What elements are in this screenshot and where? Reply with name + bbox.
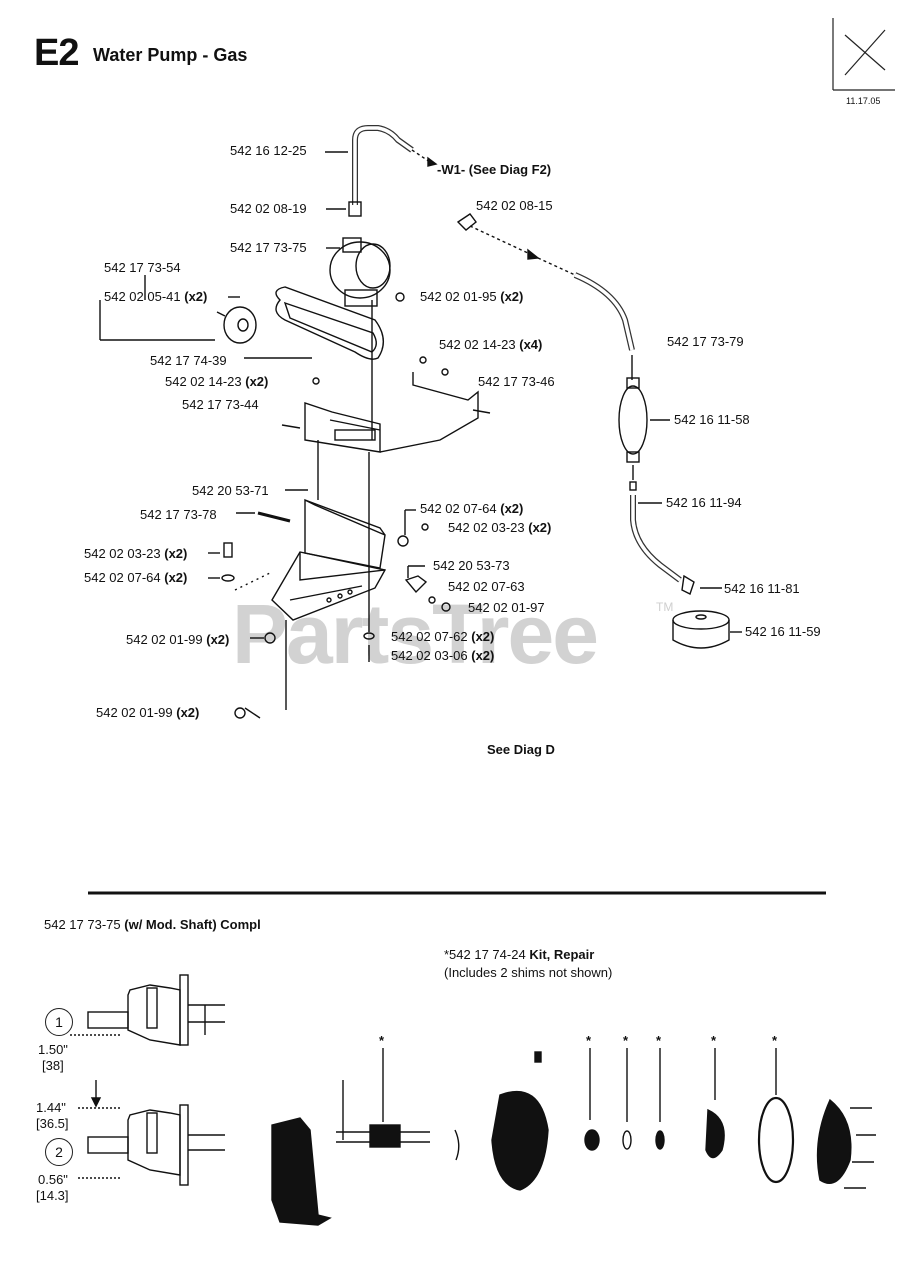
dimension-3-mm: [14.3] — [36, 1188, 69, 1203]
part-label-17-74-39[interactable]: 542 17 74-39 — [150, 353, 227, 368]
part-label-02-01-95[interactable]: 542 02 01-95 (x2) — [420, 289, 524, 304]
part-label-02-03-23-left[interactable]: 542 02 03-23 (x2) — [84, 546, 188, 561]
assembly-label[interactable]: 542 17 73-75 (w/ Mod. Shaft) Compl — [44, 917, 261, 932]
repair-kit-note: (Includes 2 shims not shown) — [444, 965, 613, 980]
part-label-02-14-23-x4[interactable]: 542 02 14-23 (x4) — [439, 337, 543, 352]
part-label-02-07-64-right[interactable]: 542 02 07-64 (x2) — [420, 501, 524, 516]
dimension-2-inch: 1.44" — [36, 1100, 66, 1115]
part-label-02-07-63[interactable]: 542 02 07-63 — [448, 579, 525, 594]
revision-date: 11.17.05 — [846, 96, 881, 106]
part-label-16-11-59[interactable]: 542 16 11-59 — [745, 624, 821, 639]
kit-marker: * — [656, 1033, 662, 1048]
partstree-watermark: PartsTree — [232, 587, 599, 681]
part-label-20-53-73[interactable]: 542 20 53-73 — [433, 558, 510, 573]
kit-marker: * — [379, 1033, 385, 1048]
part-label-02-08-19[interactable]: 542 02 08-19 — [230, 201, 307, 216]
part-label-17-73-44[interactable]: 542 17 73-44 — [182, 397, 259, 412]
trademark-mark: TM — [656, 600, 674, 614]
part-label-02-03-06[interactable]: 542 02 03-06 (x2) — [391, 648, 495, 663]
dimension-2-mm: [36.5] — [36, 1116, 69, 1131]
part-label-02-14-23-x2[interactable]: 542 02 14-23 (x2) — [165, 374, 269, 389]
part-label-17-73-75[interactable]: 542 17 73-75 — [230, 240, 307, 255]
part-label-16-12-25[interactable]: 542 16 12-25 — [230, 143, 307, 158]
part-label-16-11-81[interactable]: 542 16 11-81 — [724, 581, 800, 596]
part-label-02-05-41[interactable]: 542 02 05-41 (x2) — [104, 289, 208, 304]
kit-marker: * — [772, 1033, 778, 1048]
part-label-17-73-54[interactable]: 542 17 73-54 — [104, 260, 181, 275]
part-label-16-11-94[interactable]: 542 16 11-94 — [666, 495, 742, 510]
repair-kit-label[interactable]: *542 17 74-24 Kit, Repair — [444, 947, 595, 962]
part-label-02-08-15[interactable]: 542 02 08-15 — [476, 198, 553, 213]
dimension-3-inch: 0.56" — [38, 1172, 68, 1187]
dimension-1-mm: [38] — [42, 1058, 64, 1073]
kit-marker: * — [711, 1033, 717, 1048]
variant-1-badge: 1 — [45, 1008, 73, 1036]
dimension-1-inch: 1.50" — [38, 1042, 68, 1057]
part-label-16-11-58[interactable]: 542 16 11-58 — [674, 412, 750, 427]
part-label-20-53-71[interactable]: 542 20 53-71 — [192, 483, 269, 498]
part-label-02-07-62[interactable]: 542 02 07-62 (x2) — [391, 629, 495, 644]
section-title: Water Pump - Gas — [93, 45, 248, 65]
variant-2-badge: 2 — [45, 1138, 73, 1166]
part-label-02-03-23-right[interactable]: 542 02 03-23 (x2) — [448, 520, 552, 535]
ref-w1-see-diag-f2[interactable]: -W1- (See Diag F2) — [437, 162, 552, 177]
part-label-17-73-79[interactable]: 542 17 73-79 — [667, 334, 744, 349]
part-label-17-73-78[interactable]: 542 17 73-78 — [140, 507, 217, 522]
part-label-02-07-64-left[interactable]: 542 02 07-64 (x2) — [84, 570, 188, 585]
section-code: E2 — [34, 32, 79, 74]
ref-see-diag-d[interactable]: See Diag D — [487, 742, 555, 757]
kit-marker: * — [623, 1033, 629, 1048]
part-label-02-01-99-upper[interactable]: 542 02 01-99 (x2) — [126, 632, 230, 647]
kit-marker: * — [586, 1033, 592, 1048]
part-label-17-73-46[interactable]: 542 17 73-46 — [478, 374, 555, 389]
part-label-02-01-97[interactable]: 542 02 01-97 — [468, 600, 545, 615]
part-label-02-01-99-lower[interactable]: 542 02 01-99 (x2) — [96, 705, 200, 720]
